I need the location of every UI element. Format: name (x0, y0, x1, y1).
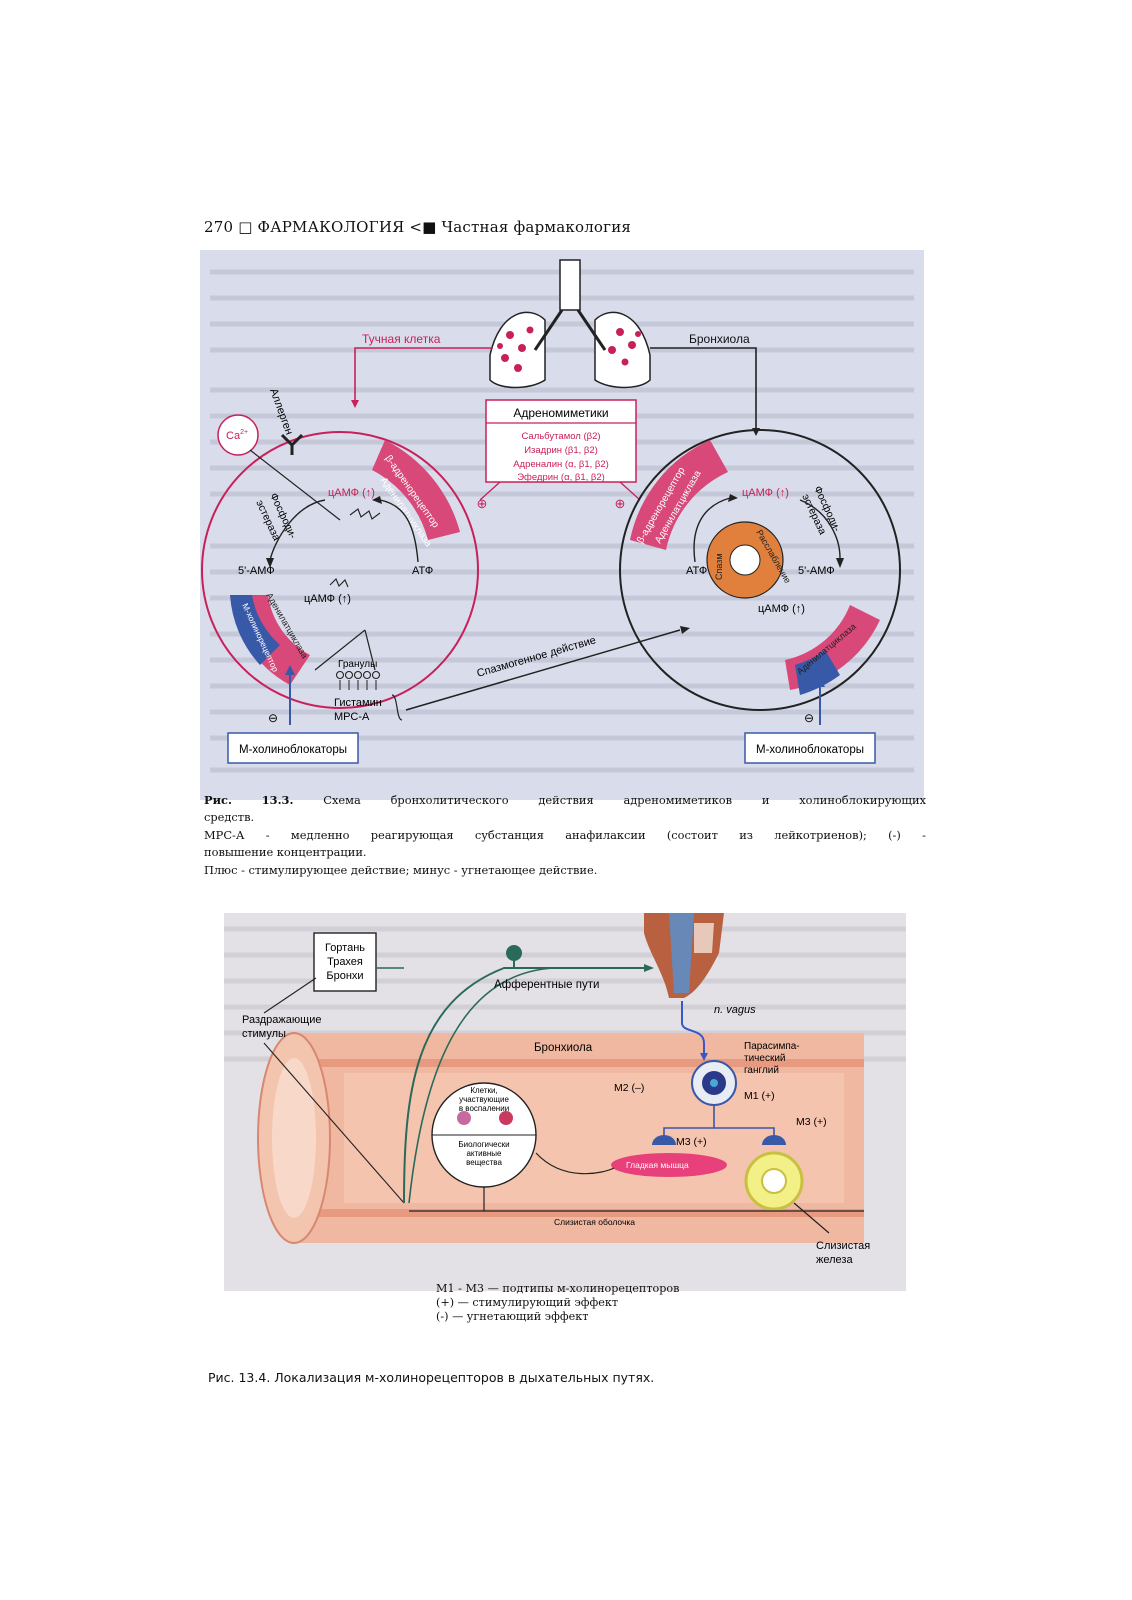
m-receptor-icon (762, 1135, 786, 1145)
drug-item: Сальбутамол (β2) (521, 431, 600, 442)
figure-13-3: Тучная клетка Бронхиола Адреномиметики С… (200, 250, 924, 800)
minus-sign: ⊖ (268, 711, 278, 725)
drug-item: Адреналин (α, β1, β2) (513, 459, 609, 470)
camp-label: цАМФ (↑) (758, 603, 805, 615)
figure-caption-line: Плюс - стимулирующее действие; минус - у… (204, 863, 598, 877)
n-vagus-label: n. vagus (714, 1004, 756, 1016)
irritants-label: стимулы (242, 1028, 286, 1040)
m2-label: M2 (–) (614, 1082, 644, 1094)
adrenomimetics-box: Адреномиметики Сальбутамол (β2) Изадрин … (485, 399, 637, 483)
brainstem-illustration (644, 913, 724, 998)
calcium-label: Ca2+ (226, 429, 248, 442)
camp-label: цАМФ (↑) (304, 593, 351, 605)
legend-line: (-) — угнетающий эффект (436, 1310, 589, 1323)
m3-label: M3 (+) (796, 1116, 827, 1128)
m1-label: M1 (+) (744, 1090, 775, 1102)
gland-label: железа (816, 1254, 853, 1266)
bronchiole-label: Бронхиола (534, 1042, 593, 1054)
ganglion-label: тический (744, 1053, 785, 1064)
camp-label: цАМФ (↑) (328, 487, 375, 499)
airways-label: Трахея (327, 956, 363, 968)
spasm-label: Спазм (714, 553, 724, 580)
afferent-neuron-icon (506, 945, 522, 961)
airways-box (313, 932, 377, 992)
ganglion-illustration (691, 1060, 737, 1106)
plus-sign: ⊕ (477, 496, 488, 511)
m-blockers-label: М-холиноблокаторы (239, 744, 347, 756)
smooth-muscle-icon (611, 1153, 727, 1177)
atf-label: АТФ (686, 565, 707, 577)
m-blockers-box (227, 732, 359, 764)
figure-caption-line: средств. (204, 810, 255, 824)
amp-label: 5'-АМФ (238, 565, 275, 577)
minus-sign: ⊖ (804, 711, 814, 725)
gland-label: Слизистая (816, 1240, 870, 1252)
m-receptor-icon (652, 1135, 676, 1145)
drug-item: Изадрин (β1, β2) (524, 445, 598, 456)
airways-label: Гортань (325, 942, 365, 954)
granules-icon (335, 670, 381, 680)
lungs-illustration (489, 259, 651, 389)
bio-substances-label: активные (466, 1149, 502, 1158)
atf-label: АТФ (412, 565, 433, 577)
bronchiole-label: Бронхиола (689, 332, 750, 346)
figure-caption-line: повышение концентрации. (204, 845, 367, 859)
smooth-muscle-label: Гладкая мышца (626, 1160, 689, 1170)
m-blockers-label: М-холиноблокаторы (756, 744, 864, 756)
m-blockers-box (744, 732, 876, 764)
figure-13-4: Гортань Трахея Бронхи Раздражающие стиму… (224, 913, 906, 1291)
irritants-label: Раздражающие (242, 1014, 321, 1026)
page-header: 270 □ ФАРМАКОЛОГИЯ <■ Частная фармаколог… (204, 218, 632, 236)
airways-label: Бронхи (326, 970, 363, 982)
camp-label: цАМФ (↑) (742, 487, 789, 499)
ganglion-label: ганглий (744, 1065, 779, 1076)
legend-line: M1 - M3 — подтипы м-холинорецепторов (436, 1282, 680, 1295)
m3-label: M3 (+) (676, 1136, 707, 1148)
bio-substances-label: вещества (466, 1158, 502, 1167)
ganglion-label: Парасимпа- (744, 1041, 800, 1052)
histamine-label: Гистамин (334, 697, 382, 709)
mucous-gland-illustration (744, 1151, 804, 1211)
mast-cell-label: Тучная клетка (362, 332, 441, 346)
drug-item: Эфедрин (α, β1, β2) (517, 472, 605, 483)
cells-label: в воспалении (459, 1104, 509, 1113)
plus-sign: ⊕ (615, 496, 626, 511)
legend-line: (+) — стимулирующий эффект (436, 1296, 619, 1309)
granules-label: Гранулы (338, 659, 377, 670)
bio-substances-label: Биологически (458, 1140, 509, 1149)
cells-label: участвующие (459, 1095, 509, 1104)
cells-label: Клетки, (470, 1086, 497, 1095)
mucosa-label: Слизистая оболочка (554, 1217, 635, 1227)
amp-label: 5'-АМФ (798, 565, 835, 577)
inflammation-cells-circle (431, 1082, 537, 1188)
adrenomimetics-title: Адреномиметики (513, 406, 608, 420)
figure-caption: Рис. 13.4. Локализация м-холинорецепторо… (208, 1370, 655, 1385)
mast-cell-diagram: Ca2+ Аллерген β-адренорецептор Аденилатц… (201, 387, 479, 723)
afferent-label: Афферентные пути (494, 979, 599, 991)
mrs-a-label: МРС-А (334, 711, 370, 723)
